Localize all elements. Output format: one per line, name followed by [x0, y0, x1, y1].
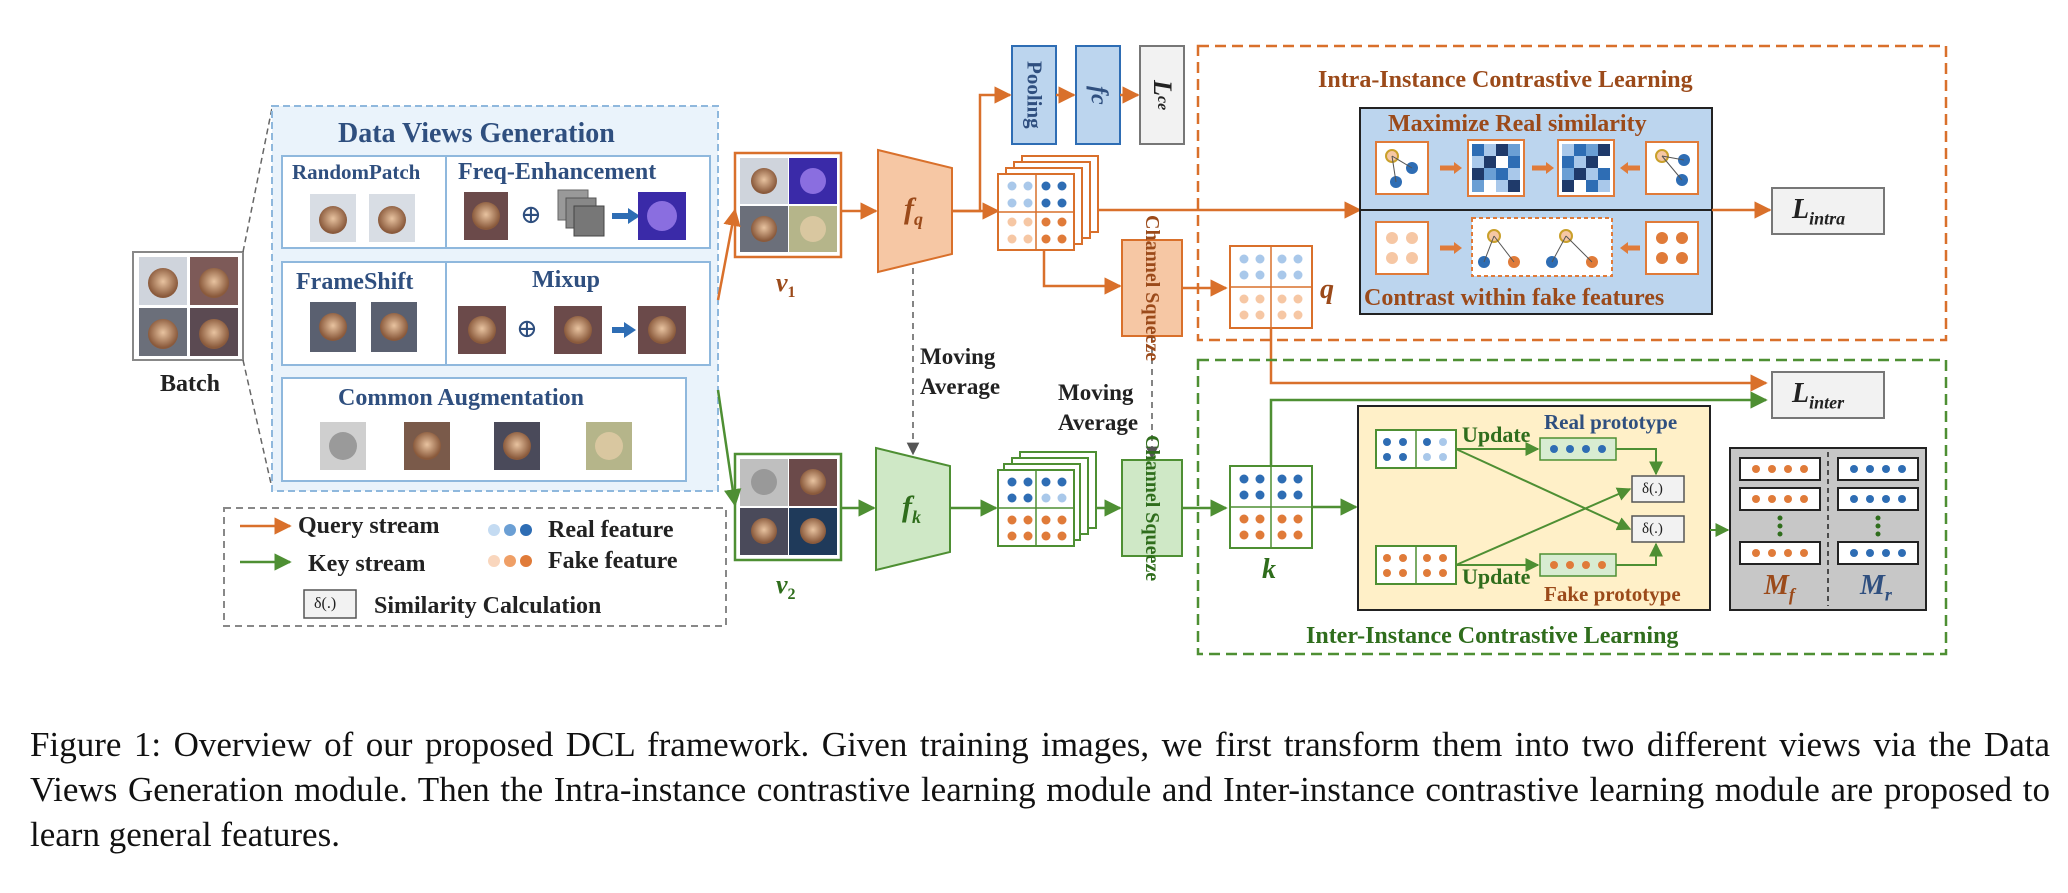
- update-label-fake: Update: [1462, 564, 1531, 589]
- fq-encoder-shape: [877, 148, 953, 274]
- mr-label: Mr: [1860, 570, 1892, 605]
- diagram-graphics: [132, 44, 1948, 656]
- legend-key-stream: Key stream: [308, 551, 426, 577]
- update-label-real: Update: [1462, 422, 1531, 447]
- real-prototype-label: Real prototype: [1544, 410, 1678, 434]
- legend-delta-symbol: δ(.): [314, 595, 337, 612]
- similarity-matrix-2: [1557, 139, 1615, 197]
- plus-symbol-freq: ⊕: [520, 200, 542, 229]
- batch-label: Batch: [160, 371, 220, 397]
- common-augmentation-label: Common Augmentation: [338, 385, 585, 411]
- k-label: k: [1262, 554, 1276, 585]
- intra-instance-box: [1196, 44, 1948, 342]
- fake-memory-bank: [1739, 457, 1821, 565]
- intra-title: Intra-Instance Contrastive Learning: [1318, 67, 1693, 93]
- legend-similarity: Similarity Calculation: [374, 593, 602, 619]
- pooling-label: Pooling: [1022, 61, 1047, 129]
- legend-real-feature: Real feature: [548, 517, 674, 543]
- real-memory-bank: [1837, 457, 1919, 565]
- q-label: q: [1320, 274, 1334, 305]
- delta-label-1: δ(.): [1642, 481, 1663, 497]
- figure-caption: Figure 1: Overview of our proposed DCL f…: [30, 725, 2050, 854]
- legend-query-stream: Query stream: [298, 513, 440, 539]
- fc-label: fc: [1085, 85, 1112, 105]
- fq-encoder-label: fq: [904, 192, 923, 229]
- mf-label: Mf: [1764, 570, 1795, 605]
- maximize-real-similarity: Maximize Real similarity: [1388, 111, 1647, 137]
- v1-label: v1: [776, 268, 796, 302]
- fake-prototype-label: Fake prototype: [1544, 582, 1681, 606]
- batch-image: [132, 251, 244, 361]
- l-inter-label: Linter: [1792, 378, 1845, 413]
- random-patch-label: RandomPatch: [292, 160, 421, 184]
- plus-symbol-mixup: ⊕: [516, 314, 538, 343]
- data-views-title: Data Views Generation: [338, 118, 615, 149]
- k-vector: [1229, 465, 1313, 549]
- mixup-label: Mixup: [532, 267, 601, 293]
- delta-label-2: δ(.): [1642, 521, 1663, 537]
- channel-squeeze-k-label: Channel Squeeze: [1141, 434, 1163, 582]
- k-featuremap-dots: [998, 470, 1074, 546]
- fk-encoder-label: fk: [902, 490, 921, 527]
- fk-encoder-shape: [875, 446, 951, 572]
- legend-fake-feature: Fake feature: [548, 548, 678, 574]
- inter-title: Inter-Instance Contrastive Learning: [1306, 623, 1679, 649]
- q-featuremap-dots: [998, 174, 1074, 250]
- contrast-within-fake: Contrast within fake features: [1364, 285, 1665, 311]
- legend-box: [223, 507, 727, 627]
- freq-enhancement-label: Freq-Enhancement: [458, 159, 657, 185]
- v2-label: v2: [776, 570, 796, 604]
- q-vector: [1229, 245, 1313, 329]
- l-intra-label: Lintra: [1792, 194, 1846, 229]
- inter-instance-box: [1196, 358, 1948, 656]
- channel-squeeze-q-label: Channel Squeeze: [1141, 214, 1163, 362]
- frame-shift-label: FrameShift: [296, 269, 414, 295]
- similarity-matrix-1: [1467, 139, 1525, 197]
